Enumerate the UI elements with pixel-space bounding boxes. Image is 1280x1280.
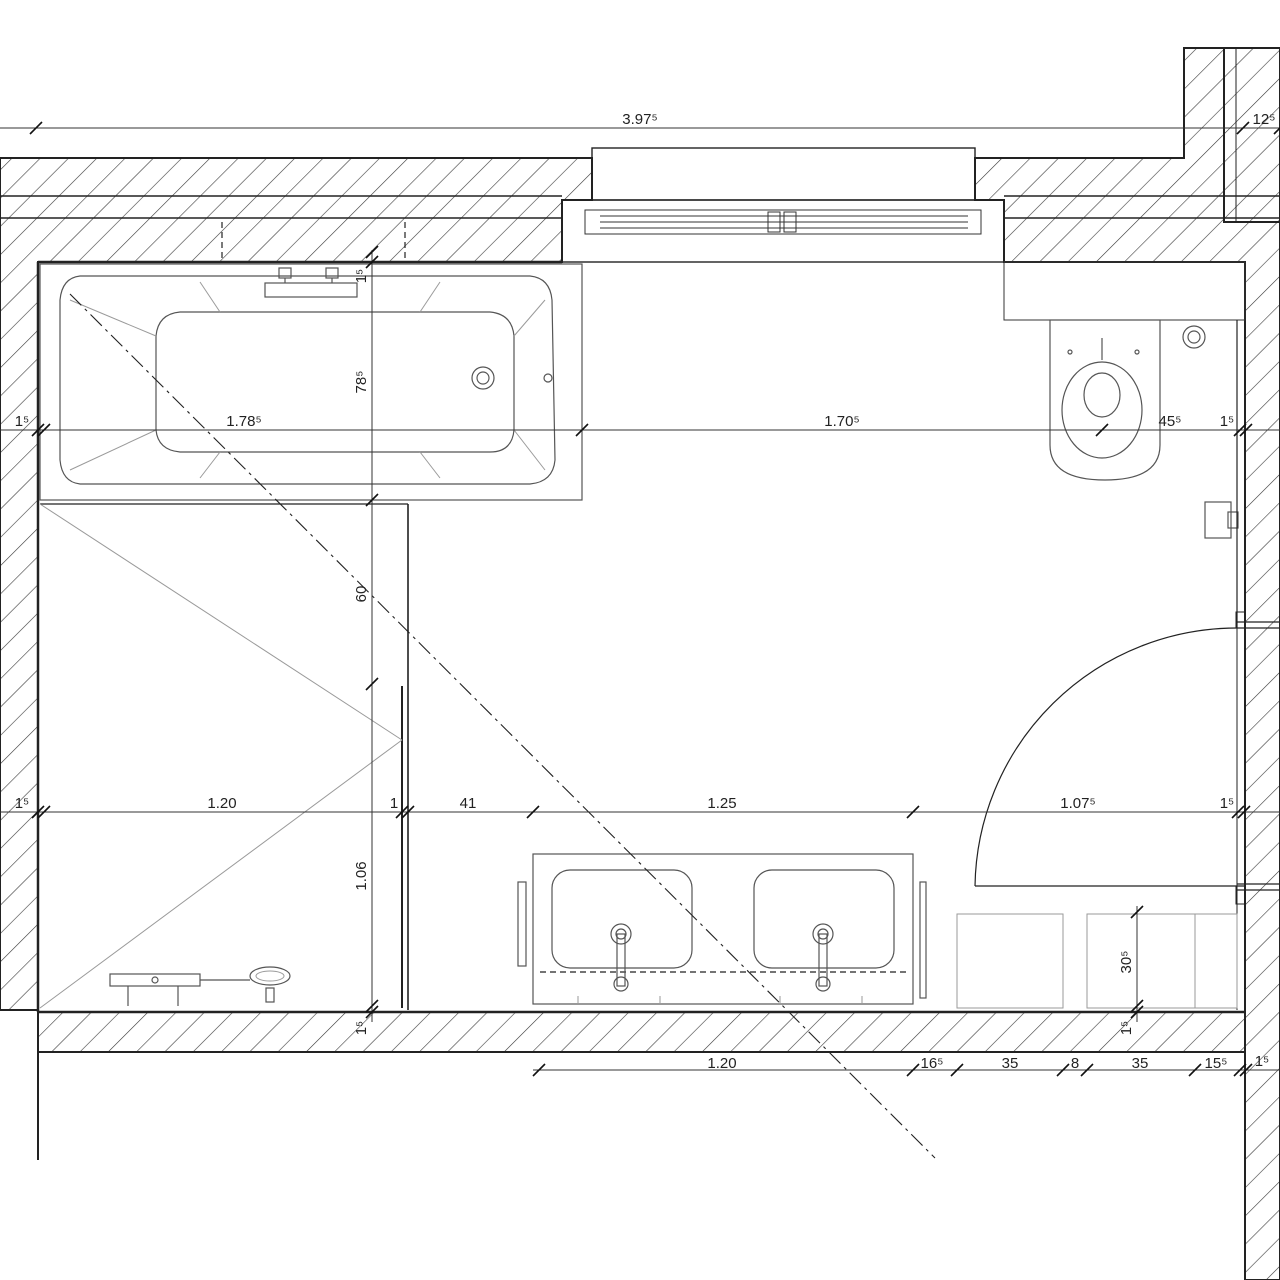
dim-right-finish-top: 1⁵ — [1220, 413, 1235, 430]
cabinets — [956, 913, 1238, 1009]
top-wall-left — [0, 157, 593, 1011]
dim-shower-depth: 1.06 — [353, 861, 370, 890]
dim-toilet-wall: 45⁵ — [1159, 413, 1182, 430]
window — [561, 147, 1246, 321]
dim-bath-depth: 78⁵ — [353, 371, 370, 394]
toilet — [1049, 319, 1239, 539]
walls — [0, 47, 1280, 1280]
exterior-wall-right — [1223, 47, 1280, 223]
dim-bottom-gap3: 15⁵ — [1205, 1055, 1228, 1072]
dim-cabinet1: 35 — [1002, 1055, 1019, 1072]
bottom-wall — [37, 1011, 1246, 1053]
dim-right-finish-mid: 1⁵ — [1220, 795, 1235, 812]
dimension-labels: 3.97⁵ 12⁵ 1⁵ 1.78⁵ 1.70⁵ 45⁵ 1⁵ 1⁵ 78⁵ 6… — [15, 111, 1276, 1072]
bathtub — [39, 263, 583, 501]
dim-shower-screen: 1 — [390, 795, 398, 812]
shower — [39, 503, 409, 1010]
vanity — [517, 853, 927, 1005]
dim-shower-width: 1.20 — [207, 795, 236, 812]
section-line — [69, 293, 936, 1159]
dim-bottom-finish-right: 1⁵ — [1118, 1021, 1135, 1036]
dim-toilet-clearance: 1.70⁵ — [824, 413, 859, 430]
dim-left-finish-mid: 1⁵ — [15, 795, 30, 812]
dim-bottom-finish-left: 1⁵ — [353, 1021, 370, 1036]
dim-left-finish-top: 1⁵ — [15, 413, 30, 430]
dim-door-zone: 1.07⁵ — [1060, 795, 1095, 812]
dim-bath-length: 1.78⁵ — [226, 413, 261, 430]
dim-exterior-wall: 12⁵ — [1253, 111, 1276, 128]
dim-bottom-gap2: 8 — [1071, 1055, 1079, 1072]
dim-shower-bath-gap: 60 — [353, 586, 370, 603]
dim-vanity-width: 1.25 — [707, 795, 736, 812]
dim-bottom-run: 1.20 — [707, 1055, 736, 1072]
dim-bottom-gap1: 16⁵ — [921, 1055, 944, 1072]
dim-cabinet2: 35 — [1132, 1055, 1149, 1072]
dimensions — [0, 121, 1280, 1077]
dim-vanity-offset: 41 — [460, 795, 477, 812]
dim-overall-width: 3.97⁵ — [622, 111, 657, 128]
dim-bottom-end: 1⁵ — [1255, 1053, 1270, 1070]
dim-cabinet-depth: 30⁵ — [1118, 951, 1135, 974]
top-wall-right — [974, 47, 1280, 1280]
dim-bath-tap-offset: 1⁵ — [353, 269, 370, 284]
